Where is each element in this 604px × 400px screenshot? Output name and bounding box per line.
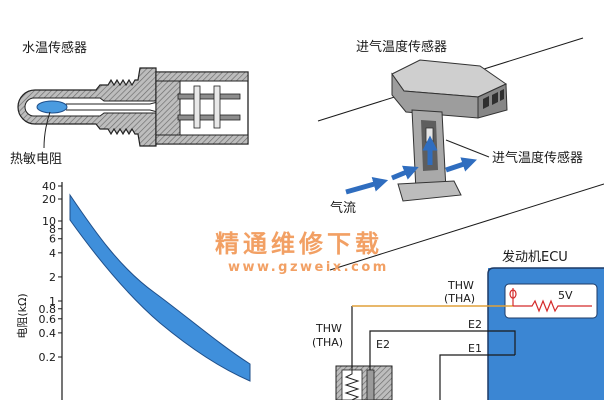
connector-insulator — [155, 80, 181, 136]
y-tick-label: 4 — [49, 247, 56, 260]
connector-bottom-wall — [155, 134, 249, 145]
probe-sensing-element — [425, 127, 434, 143]
airflow-arrow — [445, 157, 477, 173]
intake-sensor-title: 进气温度传感器 — [356, 39, 447, 55]
y-tick-label: 0.2 — [39, 351, 57, 364]
y-tick-label: 20 — [42, 193, 56, 206]
thermistor-leader-line — [43, 111, 51, 149]
circuit-sensor-e2-terminal — [366, 369, 375, 400]
ecu-terminal-thw: THW — [447, 279, 474, 292]
y-tick-label: 0.6 — [39, 313, 57, 326]
watermark: 精通维修下载 www.gzweix.com — [215, 230, 389, 276]
y-tick-label: 6 — [49, 233, 56, 246]
e2-wire — [369, 330, 516, 370]
y-tick-label: 1 — [49, 295, 56, 308]
watermark-text: 精通维修下载 — [215, 230, 383, 258]
resistance-curve-band — [69, 193, 251, 382]
connector-pin — [177, 93, 241, 100]
sensor-terminal-tha: (THA) — [312, 336, 343, 349]
connector-slot — [483, 96, 489, 109]
airflow-label: 气流 — [330, 200, 356, 216]
y-tick-label: 40 — [42, 180, 56, 193]
connector-slot — [492, 92, 498, 105]
pin-retainer — [213, 85, 221, 129]
intake-pipe-lower-wall — [329, 183, 604, 271]
thermistor-label: 热敏电阻 — [10, 152, 62, 167]
y-tick-label: 2 — [49, 271, 56, 284]
ecu-terminal-e1: E1 — [468, 342, 482, 355]
ecu-border — [487, 267, 604, 400]
y-axis-label: 电阻(kΩ) — [16, 293, 29, 338]
connector-top-wall — [155, 71, 249, 82]
water-temperature-sensor: 水温传感器 热敏电阻 — [10, 40, 249, 167]
thermistor-coil-symbol — [344, 368, 360, 400]
airflow-arrow — [345, 176, 389, 195]
connector-slot — [500, 89, 504, 101]
water-sensor-title: 水温传感器 — [22, 40, 87, 56]
intake-sensor-leader-line — [445, 139, 490, 158]
watermark-url: www.gzweix.com — [228, 260, 389, 275]
voltage-detector-symbol — [509, 289, 517, 299]
sensor-terminal-thw: THW — [315, 322, 342, 335]
circuit-sensor — [335, 365, 393, 400]
connector-pin — [177, 114, 241, 121]
thermistor-element — [36, 100, 68, 114]
y-tick-label: 10 — [42, 215, 56, 228]
ecu-label: 发动机ECU — [502, 249, 568, 265]
sensor-connector — [155, 71, 249, 145]
airflow-arrow — [391, 165, 419, 181]
ecu-terminal-tha: (THA) — [444, 292, 475, 305]
e1-ground-wire — [439, 354, 515, 400]
y-tick-label: 0.4 — [39, 327, 57, 340]
pin-retainer — [193, 85, 201, 129]
y-tick-label: 0.8 — [39, 303, 57, 316]
y-tick-label: 8 — [49, 223, 56, 236]
sensor-terminal-e2: E2 — [376, 338, 390, 351]
pullup-resistor — [513, 299, 592, 313]
intake-sensor-label: 进气温度传感器 — [492, 150, 583, 166]
sensor-base-flange — [397, 180, 462, 202]
ecu-circuit: 发动机ECU 5V THW (THA) E2 E1 THW (THA) E2 — [312, 249, 604, 400]
ecu-terminal-e2: E2 — [468, 318, 482, 331]
supply-voltage-label: 5V — [558, 289, 573, 302]
intake-air-temperature-sensor: 进气温度传感器 气流 进气温度传感器 — [317, 37, 604, 271]
